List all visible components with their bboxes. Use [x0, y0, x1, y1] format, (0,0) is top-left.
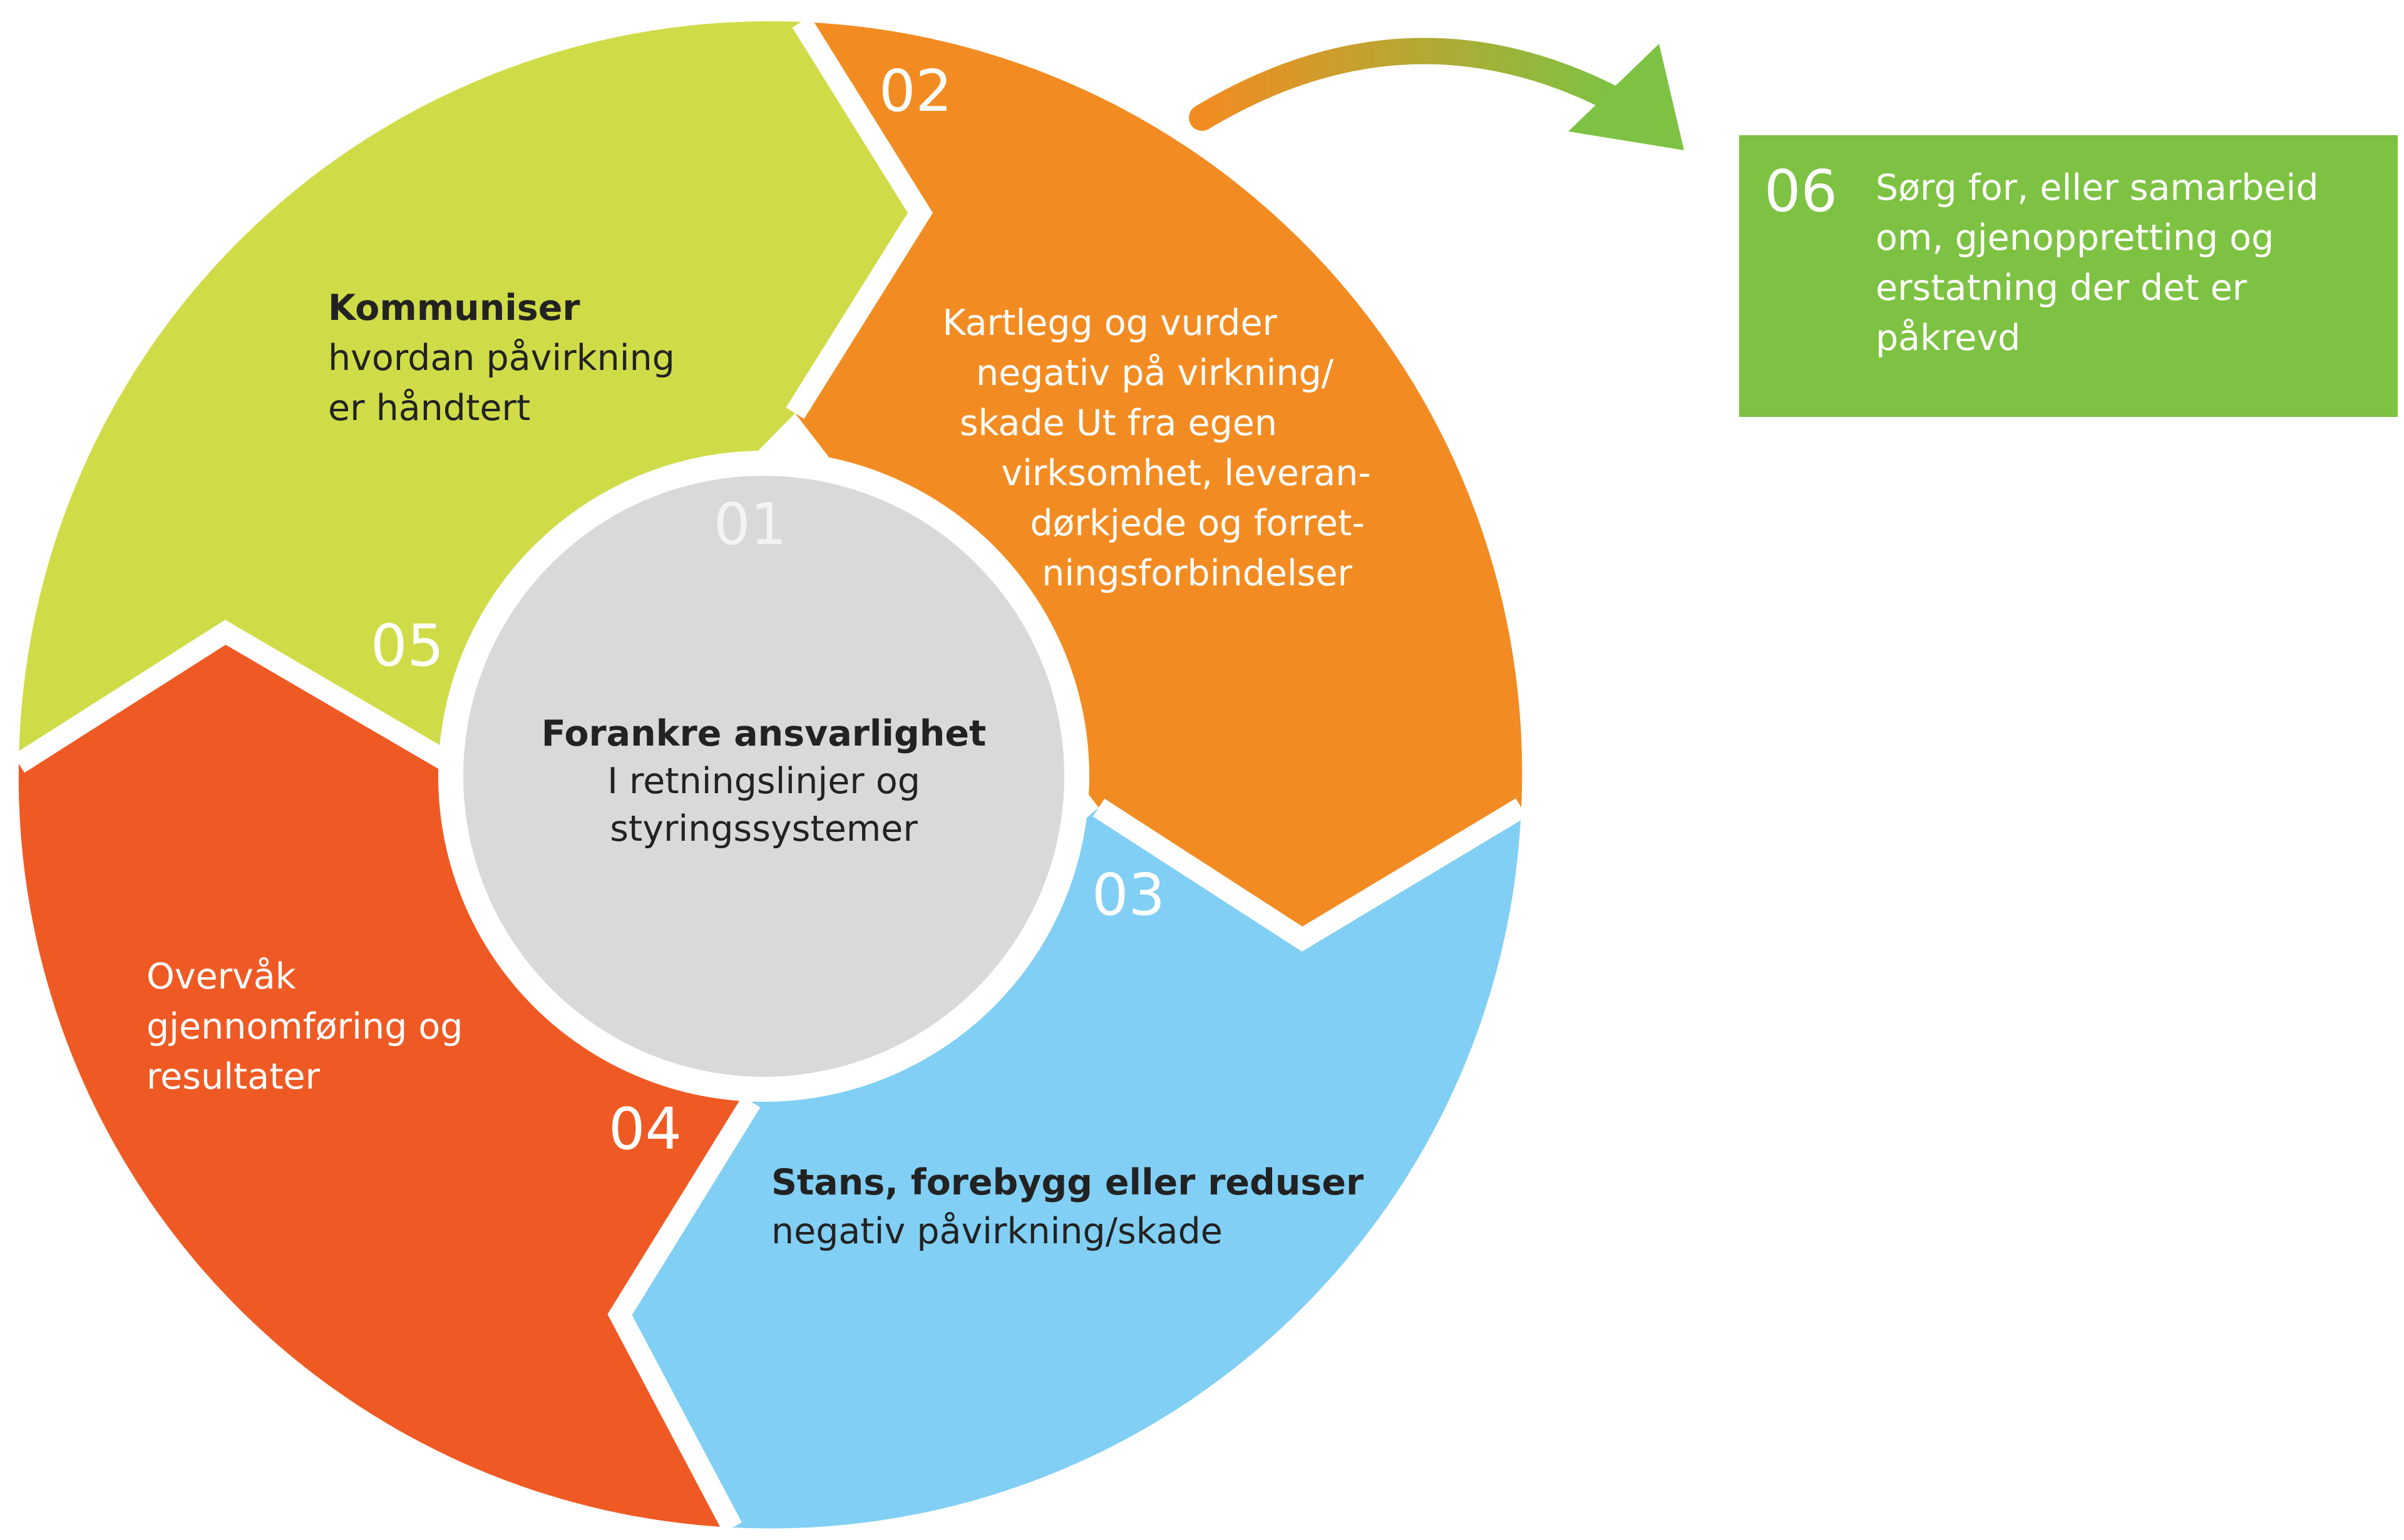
step-06-line4: påkrevd: [1876, 317, 2021, 359]
step-number-04: 04: [609, 1096, 682, 1163]
step-02-line6: ningsforbindelser: [1042, 553, 1352, 594]
step-06-line3: erstatning der det er: [1876, 267, 2247, 309]
step-number-05: 05: [371, 612, 444, 679]
step-01-text: Forankre ansvarlighet I retningslinjer o…: [513, 710, 1014, 853]
step-06-box: 06 Sørg for, eller samarbeid om, gjenopp…: [1739, 135, 2398, 417]
arrow-to-06-head: [1568, 44, 1684, 150]
step-number-06: 06: [1764, 158, 1838, 225]
step-02-line3: skade Ut fra egen: [959, 403, 1277, 444]
separator-05-02: [786, 16, 933, 419]
segment-05: [19, 21, 920, 764]
step-02-line2: negativ på virkning/: [975, 352, 1333, 394]
center-circle: [463, 476, 1064, 1077]
step-05-line3: er håndtert: [328, 388, 531, 429]
step-02-text: Kartlegg og vurder negativ på virkning/ …: [876, 298, 1390, 598]
step-02-line4: virksomhet, leveran-: [1001, 453, 1371, 494]
segment-02: [795, 22, 1523, 939]
step-05-line2: hvordan påvirkning: [328, 337, 675, 379]
step-04-text: Overvåk gjennomføring og resultater: [146, 952, 463, 1102]
step-06-line2: om, gjenoppretting og: [1876, 217, 2274, 259]
step-05-title: Kommuniser: [328, 287, 580, 329]
step-04-title: Overvåk: [146, 956, 296, 997]
separator-02-03: [1092, 798, 1527, 952]
step-01-title: Forankre ansvarlighet: [541, 713, 987, 754]
step-number-02: 02: [879, 58, 953, 125]
segment-03: [620, 808, 1521, 1529]
step-03-title: Stans, forebygg eller reduser: [771, 1162, 1364, 1203]
arrow-to-06: [1189, 38, 1628, 131]
separator-04-05: [13, 620, 456, 773]
step-01-line3: styringssystemer: [610, 808, 918, 850]
step-01-line2: I retningslinjer og: [607, 761, 920, 802]
step-02-line5: dørkjede og forret-: [1030, 503, 1365, 544]
step-number-01: 01: [714, 491, 788, 558]
step-04-line2: gjennomføring og: [146, 1006, 463, 1047]
step-05-text: Kommuniser hvordan påvirkning er håndter…: [328, 283, 675, 433]
step-number-03: 03: [1092, 861, 1166, 928]
separator-03-04: [607, 1096, 761, 1532]
segment-04: [18, 632, 751, 1527]
step-02-line1: Kartlegg og vurder: [942, 302, 1277, 344]
step-03-line2: negativ påvirkning/skade: [771, 1211, 1223, 1252]
step-06-text: Sørg for, eller samarbeid om, gjenoppret…: [1876, 163, 2319, 363]
step-06-line1: Sørg for, eller samarbeid: [1876, 167, 2319, 208]
step-04-line3: resultater: [146, 1056, 321, 1097]
step-03-text: Stans, forebygg eller reduser negativ på…: [771, 1158, 1364, 1256]
